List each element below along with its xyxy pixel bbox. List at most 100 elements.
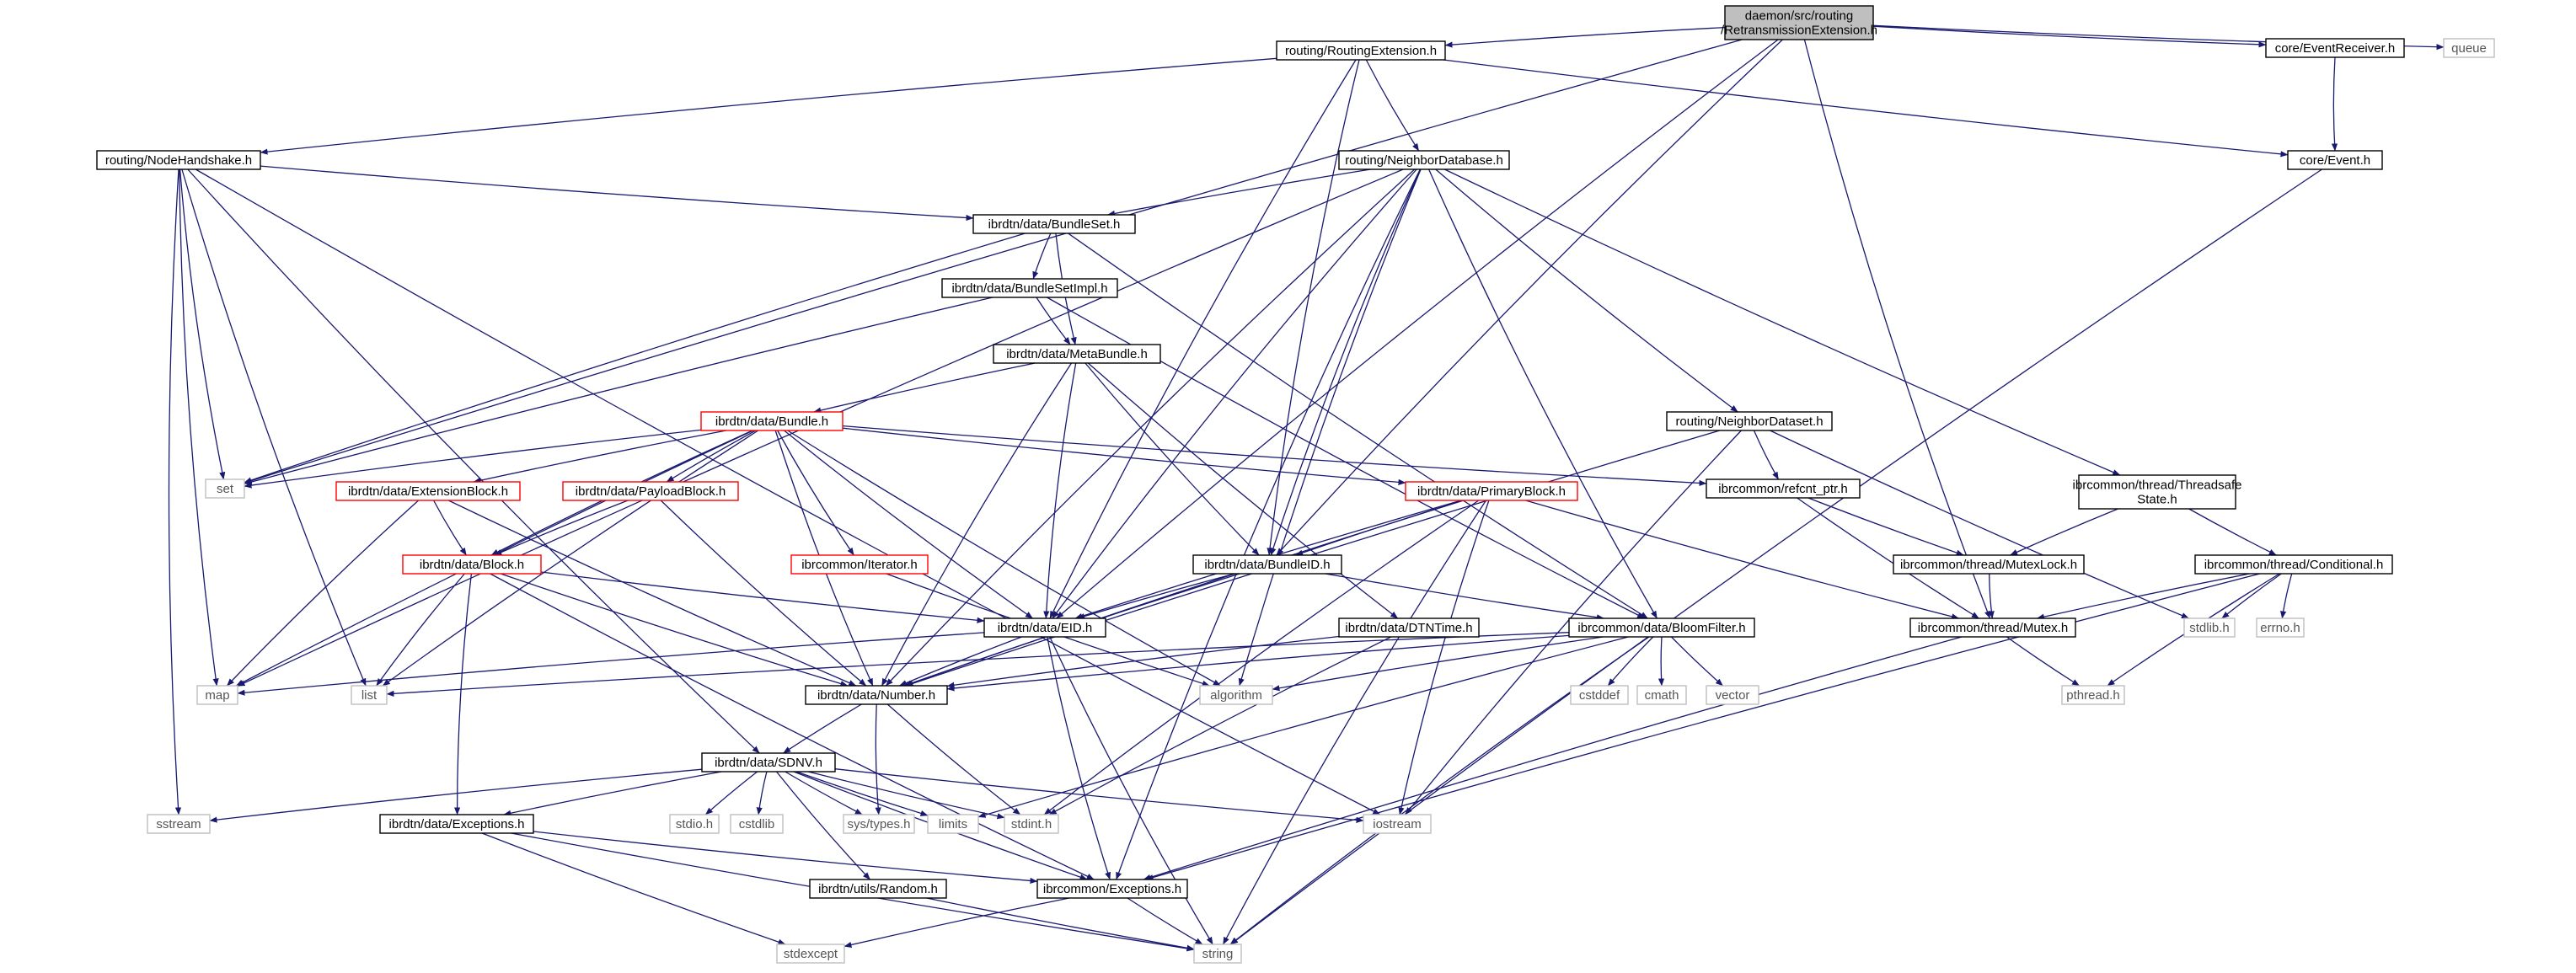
- node-box-errno[interactable]: [2256, 617, 2305, 638]
- node-neighbor_db[interactable]: routing/NeighborDatabase.h: [1338, 150, 1510, 170]
- node-box-neighbor_dataset[interactable]: [1666, 411, 1833, 431]
- node-box-stdint[interactable]: [1004, 814, 1059, 834]
- node-payloadblock[interactable]: ibrdtn/data/PayloadBlock.h: [562, 481, 739, 501]
- node-box-ibr_exceptions[interactable]: [1036, 879, 1188, 899]
- node-box-queue[interactable]: [2443, 38, 2495, 58]
- node-box-bundleid[interactable]: [1192, 554, 1342, 575]
- node-stdlib[interactable]: stdlib.h: [2183, 617, 2236, 638]
- node-box-metabundle[interactable]: [993, 344, 1161, 364]
- node-box-iostream[interactable]: [1363, 814, 1432, 834]
- node-box-bundleset[interactable]: [972, 214, 1136, 234]
- node-bundleset[interactable]: ibrdtn/data/BundleSet.h: [972, 214, 1136, 234]
- node-bundleid[interactable]: ibrdtn/data/BundleID.h: [1192, 554, 1342, 575]
- node-cstdlib[interactable]: cstdlib: [730, 814, 784, 834]
- node-stdexcept[interactable]: stdexcept: [776, 944, 845, 964]
- node-box-primaryblock[interactable]: [1405, 481, 1578, 501]
- node-box-eid[interactable]: [983, 617, 1106, 638]
- node-iostream[interactable]: iostream: [1363, 814, 1432, 834]
- node-primaryblock[interactable]: ibrdtn/data/PrimaryBlock.h: [1405, 481, 1578, 501]
- node-ibr_exceptions[interactable]: ibrcommon/Exceptions.h: [1036, 879, 1188, 899]
- node-box-dtntime[interactable]: [1338, 617, 1480, 638]
- node-string[interactable]: string: [1193, 944, 1242, 964]
- node-box-event_receiver[interactable]: [2265, 38, 2405, 58]
- node-sstream[interactable]: sstream: [147, 814, 211, 834]
- node-box-map[interactable]: [196, 685, 238, 705]
- node-neighbor_dataset[interactable]: routing/NeighborDataset.h: [1666, 411, 1833, 431]
- node-errno[interactable]: errno.h: [2256, 617, 2305, 638]
- node-conditional[interactable]: ibrcommon/thread/Conditional.h: [2194, 554, 2393, 575]
- node-algorithm[interactable]: algorithm: [1199, 685, 1273, 705]
- node-root[interactable]: daemon/src/routing/RetransmissionExtensi…: [1721, 5, 1877, 40]
- node-queue[interactable]: queue: [2443, 38, 2495, 58]
- node-sdnv[interactable]: ibrdtn/data/SDNV.h: [701, 752, 836, 773]
- node-random[interactable]: ibrdtn/utils/Random.h: [809, 879, 947, 899]
- node-routing_ext[interactable]: routing/RoutingExtension.h: [1276, 40, 1446, 61]
- node-list[interactable]: list: [351, 685, 388, 705]
- node-mutexlock[interactable]: ibrcommon/thread/MutexLock.h: [1893, 554, 2085, 575]
- node-event_receiver[interactable]: core/EventReceiver.h: [2265, 38, 2405, 58]
- node-iterator[interactable]: ibrcommon/Iterator.h: [790, 554, 929, 575]
- node-box-stdexcept[interactable]: [776, 944, 845, 964]
- node-cmath[interactable]: cmath: [1636, 685, 1687, 705]
- node-box-neighbor_db[interactable]: [1338, 150, 1510, 170]
- node-mutex[interactable]: ibrcommon/thread/Mutex.h: [1909, 617, 2076, 638]
- node-box-stdlib[interactable]: [2183, 617, 2236, 638]
- node-refcnt[interactable]: ibrcommon/refcnt_ptr.h: [1706, 478, 1861, 499]
- node-box-bloomfilter[interactable]: [1568, 617, 1755, 638]
- node-box-block[interactable]: [402, 554, 542, 575]
- node-bloomfilter[interactable]: ibrcommon/data/BloomFilter.h: [1568, 617, 1755, 638]
- node-stdio[interactable]: stdio.h: [669, 814, 720, 834]
- node-box-mutexlock[interactable]: [1893, 554, 2085, 575]
- node-eid[interactable]: ibrdtn/data/EID.h: [983, 617, 1106, 638]
- node-box-number[interactable]: [805, 685, 948, 705]
- node-box-set[interactable]: [205, 478, 245, 499]
- node-box-extblock[interactable]: [335, 481, 521, 501]
- node-stdint[interactable]: stdint.h: [1004, 814, 1059, 834]
- node-box-exceptions[interactable]: [379, 814, 534, 834]
- node-box-iterator[interactable]: [790, 554, 929, 575]
- node-block[interactable]: ibrdtn/data/Block.h: [402, 554, 542, 575]
- node-box-bundlesetimpl[interactable]: [941, 278, 1118, 298]
- node-vector[interactable]: vector: [1706, 685, 1759, 705]
- node-map[interactable]: map: [196, 685, 238, 705]
- node-pthread[interactable]: pthread.h: [2061, 685, 2125, 705]
- node-box-routing_ext[interactable]: [1276, 40, 1446, 61]
- node-box-payloadblock[interactable]: [562, 481, 739, 501]
- node-exceptions[interactable]: ibrdtn/data/Exceptions.h: [379, 814, 534, 834]
- node-box-limits[interactable]: [927, 814, 979, 834]
- node-core_event[interactable]: core/Event.h: [2287, 150, 2383, 170]
- node-box-string[interactable]: [1193, 944, 1242, 964]
- node-box-core_event[interactable]: [2287, 150, 2383, 170]
- node-cstddef[interactable]: cstddef: [1570, 685, 1629, 705]
- node-node_handshake[interactable]: routing/NodeHandshake.h: [96, 150, 261, 170]
- node-box-sstream[interactable]: [147, 814, 211, 834]
- node-limits[interactable]: limits: [927, 814, 979, 834]
- node-box-algorithm[interactable]: [1199, 685, 1273, 705]
- node-number[interactable]: ibrdtn/data/Number.h: [805, 685, 948, 705]
- node-box-bundle[interactable]: [700, 411, 843, 431]
- node-extblock[interactable]: ibrdtn/data/ExtensionBlock.h: [335, 481, 521, 501]
- node-box-random[interactable]: [809, 879, 947, 899]
- node-box-cmath[interactable]: [1636, 685, 1687, 705]
- node-dtntime[interactable]: ibrdtn/data/DTNTime.h: [1338, 617, 1480, 638]
- node-box-refcnt[interactable]: [1706, 478, 1861, 499]
- node-box-cstdlib[interactable]: [730, 814, 784, 834]
- node-box-node_handshake[interactable]: [96, 150, 261, 170]
- node-box-mutex[interactable]: [1909, 617, 2076, 638]
- node-set[interactable]: set: [205, 478, 245, 499]
- node-bundle[interactable]: ibrdtn/data/Bundle.h: [700, 411, 843, 431]
- node-box-sdnv[interactable]: [701, 752, 836, 773]
- node-systypes[interactable]: sys/types.h: [843, 814, 915, 834]
- node-box-pthread[interactable]: [2061, 685, 2125, 705]
- node-box-stdio[interactable]: [669, 814, 720, 834]
- node-box-list[interactable]: [351, 685, 388, 705]
- node-metabundle[interactable]: ibrdtn/data/MetaBundle.h: [993, 344, 1161, 364]
- node-box-cstddef[interactable]: [1570, 685, 1629, 705]
- node-box-threadsafe[interactable]: [2078, 474, 2236, 510]
- node-box-root[interactable]: [1724, 5, 1874, 40]
- node-box-vector[interactable]: [1706, 685, 1759, 705]
- node-bundlesetimpl[interactable]: ibrdtn/data/BundleSetImpl.h: [941, 278, 1118, 298]
- node-box-conditional[interactable]: [2194, 554, 2393, 575]
- node-box-systypes[interactable]: [843, 814, 915, 834]
